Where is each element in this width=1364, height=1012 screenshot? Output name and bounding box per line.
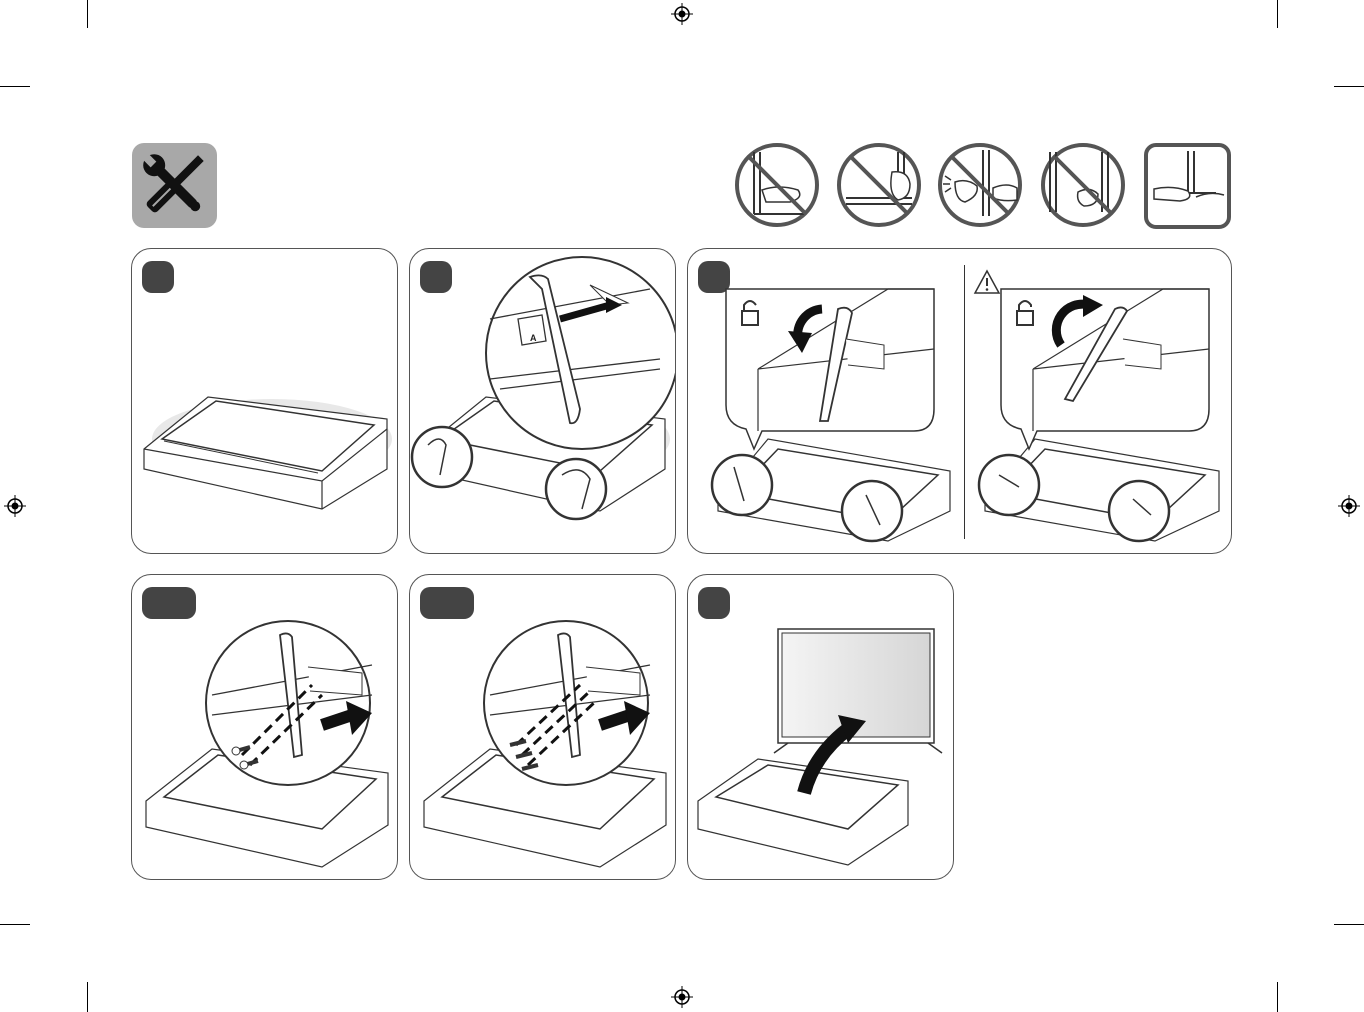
rotate-stand-illustration-right bbox=[965, 249, 1231, 553]
rotate-stand-illustration-left bbox=[688, 249, 964, 553]
step-panel-1 bbox=[131, 248, 398, 554]
registration-mark-icon bbox=[4, 495, 26, 517]
crop-mark bbox=[87, 0, 88, 28]
registration-mark-icon bbox=[1338, 495, 1360, 517]
screw-stand-illustration-a bbox=[132, 575, 397, 879]
registration-mark-icon bbox=[671, 986, 693, 1008]
crop-mark bbox=[0, 86, 30, 87]
lift-tv-illustration bbox=[688, 575, 953, 879]
no-grip-curve-icon bbox=[1040, 142, 1126, 228]
step-panel-4 bbox=[131, 574, 398, 880]
stand-tag-label: A bbox=[530, 333, 537, 343]
tools-icon bbox=[132, 143, 217, 228]
no-press-screen-icon bbox=[937, 142, 1023, 228]
crop-mark bbox=[0, 924, 30, 925]
screw-stand-illustration-b bbox=[410, 575, 675, 879]
hold-bottom-icon bbox=[1144, 143, 1231, 229]
crop-mark bbox=[1277, 982, 1278, 1012]
step-panel-6 bbox=[687, 574, 954, 880]
crop-mark bbox=[1334, 86, 1364, 87]
fit-stand-illustration bbox=[410, 249, 675, 553]
crop-mark bbox=[87, 982, 88, 1012]
registration-mark-icon bbox=[671, 3, 693, 25]
tv-on-box-illustration bbox=[132, 249, 397, 553]
no-grip-bottom-icon bbox=[734, 142, 820, 228]
crop-mark bbox=[1334, 924, 1364, 925]
crop-mark bbox=[1277, 0, 1278, 28]
step-panel-2: A bbox=[409, 248, 676, 554]
step-panel-5 bbox=[409, 574, 676, 880]
step-panel-3 bbox=[687, 248, 1232, 554]
no-grip-side-icon bbox=[836, 142, 922, 228]
